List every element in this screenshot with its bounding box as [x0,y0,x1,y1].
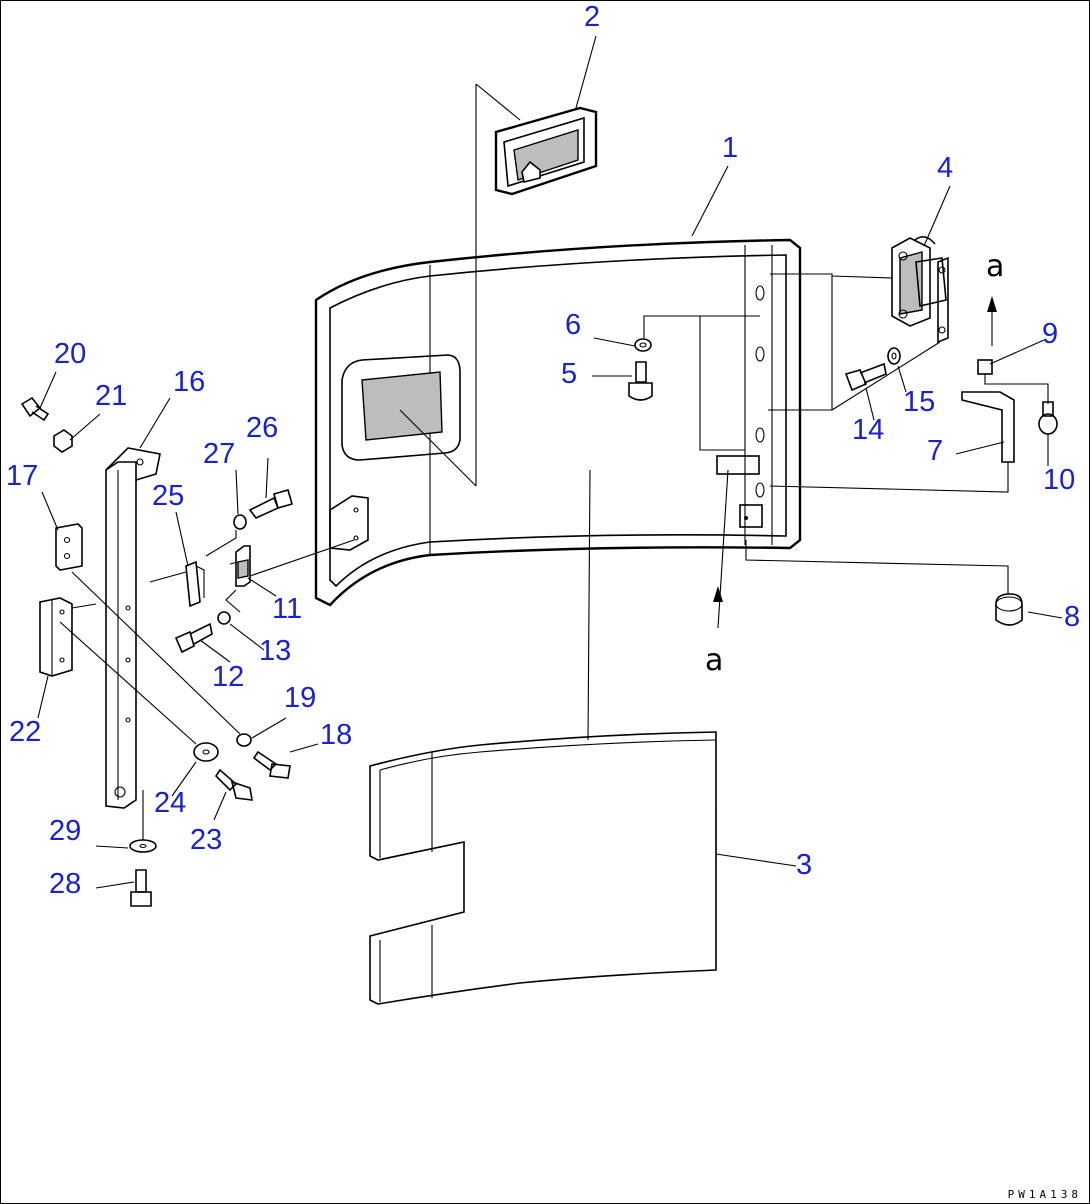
outer-handle [494,106,598,196]
washer-15 [887,347,901,365]
bolt-23 [214,768,253,801]
label-part-9: 9 [1042,318,1059,350]
label-part-20: 20 [54,338,87,370]
stopper-8 [995,593,1023,626]
label-part-25: 25 [152,480,185,512]
bolt-26 [248,489,293,519]
label-part-7: 7 [927,435,944,467]
washer-27 [233,514,247,530]
support-bar-16 [105,447,161,809]
label-part-24: 24 [154,787,187,819]
trim-sheet [369,731,717,1005]
bolt-28 [130,869,152,907]
bolt-20 [20,396,50,422]
label-part-16: 16 [173,366,206,398]
label-part-2: 2 [584,1,601,33]
latch-11 [229,545,251,587]
label-part-10: 10 [1043,464,1076,496]
drawing-code: PW1A138 [1007,1188,1082,1201]
washer-19 [236,733,252,747]
label-part-18: 18 [320,719,353,751]
bolt-14 [844,362,887,392]
bolt-5 [628,361,653,401]
label-part-28: 28 [49,868,82,900]
label-part-4: 4 [937,152,954,184]
label-part-11: 11 [272,593,303,625]
bolt-12 [174,622,213,654]
washer-24 [193,742,219,762]
nut-10 [1038,401,1058,435]
plate-17 [55,523,83,571]
bolt-18 [252,750,291,779]
label-part-22: 22 [9,716,42,748]
label-part-21: 21 [95,380,128,412]
leader-lines [37,35,1063,889]
washer-29 [129,839,157,853]
label-part-27: 27 [203,438,236,470]
hinge [891,236,949,344]
reference-arrows [713,296,997,602]
label-part-17: 17 [6,460,39,492]
label-part-1: 1 [722,132,739,164]
label-part-26: 26 [246,412,279,444]
label-part-29: 29 [49,815,82,847]
label-part-6: 6 [565,309,582,341]
label-part-19: 19 [284,682,317,714]
clip-9 [977,359,993,375]
latch-bracket-25 [185,560,205,608]
reference-letter-bottom: a [705,643,724,678]
label-part-12: 12 [212,661,245,693]
label-part-14: 14 [852,414,885,446]
label-part-15: 15 [903,386,936,418]
washer-6 [634,338,652,352]
label-part-13: 13 [259,635,292,667]
lock-rod-7 [961,391,1015,463]
bracket-22 [39,597,73,677]
door-panel [314,238,802,607]
label-part-23: 23 [190,824,223,856]
washer-13 [217,611,231,625]
handle-assembly-plane [399,83,521,487]
label-part-5: 5 [561,358,578,390]
reference-letter-top: a [986,249,1005,284]
nut-21 [53,429,73,453]
label-part-8: 8 [1064,601,1081,633]
label-part-3: 3 [796,849,813,881]
